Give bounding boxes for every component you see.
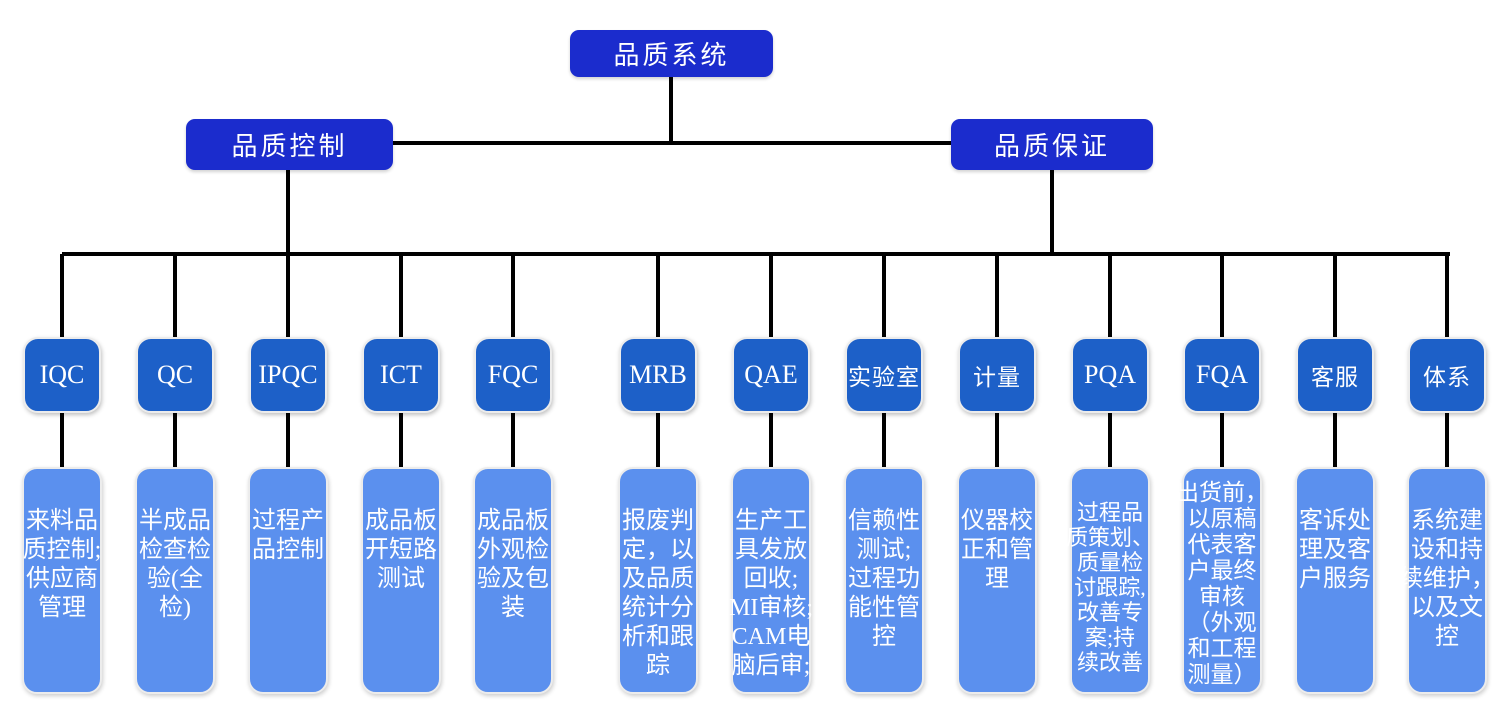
department-description-text: 客诉处 理及客 户服务 [1299,508,1371,592]
department-label: FQC [487,360,539,389]
department-label: MRB [629,360,687,389]
department-label: PQA [1083,360,1136,389]
department-description-text: 来料品 质控制; 供应商 管理 [22,508,102,621]
department-node: 客服 [1296,337,1374,413]
connector-line [173,254,177,340]
connector-line [286,254,290,340]
department-description-box: 来料品 质控制; 供应商 管理 [22,467,102,694]
connector-line [1220,411,1224,469]
department-description-text: 系统建 设和持 续维护， 以及文 控 [1399,508,1495,650]
department-description-text: 信赖性 测试; 过程功 能性管 控 [848,508,920,650]
root-node-label: 品质系统 [613,41,730,70]
department-description-text: 过程产 品控制 [252,508,324,563]
connector-line [286,169,290,256]
branch-node-label: 品质保证 [993,132,1110,161]
connector-line [656,254,660,340]
department-description-text: 半成品 检查检 验(全 检) [139,508,211,621]
department-node: PQA [1071,337,1149,413]
connector-line [62,252,1450,256]
department-node: IQC [23,337,101,413]
department-description-box: 过程品 质策划、 质量检 讨跟踪, 改善专 案;持 续改善 [1066,467,1154,694]
department-label: 实验室 [848,365,920,390]
department-description-box: 过程产 品控制 [248,467,328,694]
connector-line [173,411,177,469]
department-label: 体系 [1423,365,1471,390]
connector-line [60,411,64,469]
branch-node-quality-control: 品质控制 [186,119,393,170]
department-node: FQC [474,337,552,413]
connector-line [60,254,64,340]
department-node: 实验室 [845,337,923,413]
branch-node-label: 品质控制 [231,132,348,161]
department-description-box: 系统建 设和持 续维护， 以及文 控 [1399,467,1495,694]
department-description-text: 成品板 外观检 验及包 装 [477,508,549,621]
department-label: 客服 [1311,365,1359,390]
connector-line [769,254,773,340]
department-node: FQA [1183,337,1261,413]
department-label: IQC [39,360,85,389]
department-label: 计量 [973,365,1021,390]
department-description-box: 生产工 具发放 回收; MI审核; CAM电 脑后审; [729,467,813,694]
department-node: 体系 [1408,337,1486,413]
connector-line [769,411,773,469]
department-description-box: 信赖性 测试; 过程功 能性管 控 [844,467,924,694]
connector-line [882,254,886,340]
department-description-box: 报废判 定，以 及品质 统计分 析和跟 踪 [618,467,698,694]
department-node: QC [136,337,214,413]
connector-line [669,76,673,145]
connector-line [399,254,403,340]
connector-line [1333,254,1337,340]
department-description-box: 成品板 外观检 验及包 装 [473,467,553,694]
department-label: QAE [744,360,798,389]
department-node: MRB [619,337,697,413]
connector-line [1333,411,1337,469]
department-description-text: 出货前， 以原稿 代表客 户最终 审核 （外观 和工程 测量） [1176,480,1268,687]
department-label: QC [156,360,194,389]
root-node: 品质系统 [570,30,773,77]
department-label: IPQC [258,360,318,389]
department-description-text: 仪器校 正和管 理 [961,508,1033,592]
department-node: IPQC [249,337,327,413]
department-description-text: 成品板 开短路 测试 [365,508,437,592]
department-description-box: 客诉处 理及客 户服务 [1295,467,1375,694]
department-description-text: 生产工 具发放 回收; MI审核; CAM电 脑后审; [729,508,813,679]
connector-line [882,411,886,469]
department-description-box: 半成品 检查检 验(全 检) [135,467,215,694]
connector-line [1108,254,1112,340]
department-description-box: 仪器校 正和管 理 [957,467,1037,694]
department-description-text: 报废判 定，以 及品质 统计分 析和跟 踪 [622,508,694,679]
connector-line [1108,411,1112,469]
department-node: 计量 [958,337,1036,413]
connector-line [286,411,290,469]
connector-line [399,411,403,469]
connector-line [393,141,951,145]
connector-line [995,411,999,469]
connector-line [995,254,999,340]
connector-line [656,411,660,469]
connector-line [511,254,515,340]
department-label: FQA [1195,360,1248,389]
department-description-text: 过程品 质策划、 质量检 讨跟踪, 改善专 案;持 续改善 [1066,500,1155,675]
department-node: ICT [362,337,440,413]
branch-node-quality-assurance: 品质保证 [951,119,1153,170]
department-description-box: 成品板 开短路 测试 [361,467,441,694]
connector-line [511,411,515,469]
department-label: ICT [380,360,422,389]
connector-line [1445,411,1449,469]
connector-line [1445,254,1449,340]
department-node: QAE [732,337,810,413]
connector-line [1050,169,1054,256]
connector-line [1220,254,1224,340]
department-description-box: 出货前， 以原稿 代表客 户最终 审核 （外观 和工程 测量） [1176,467,1268,694]
